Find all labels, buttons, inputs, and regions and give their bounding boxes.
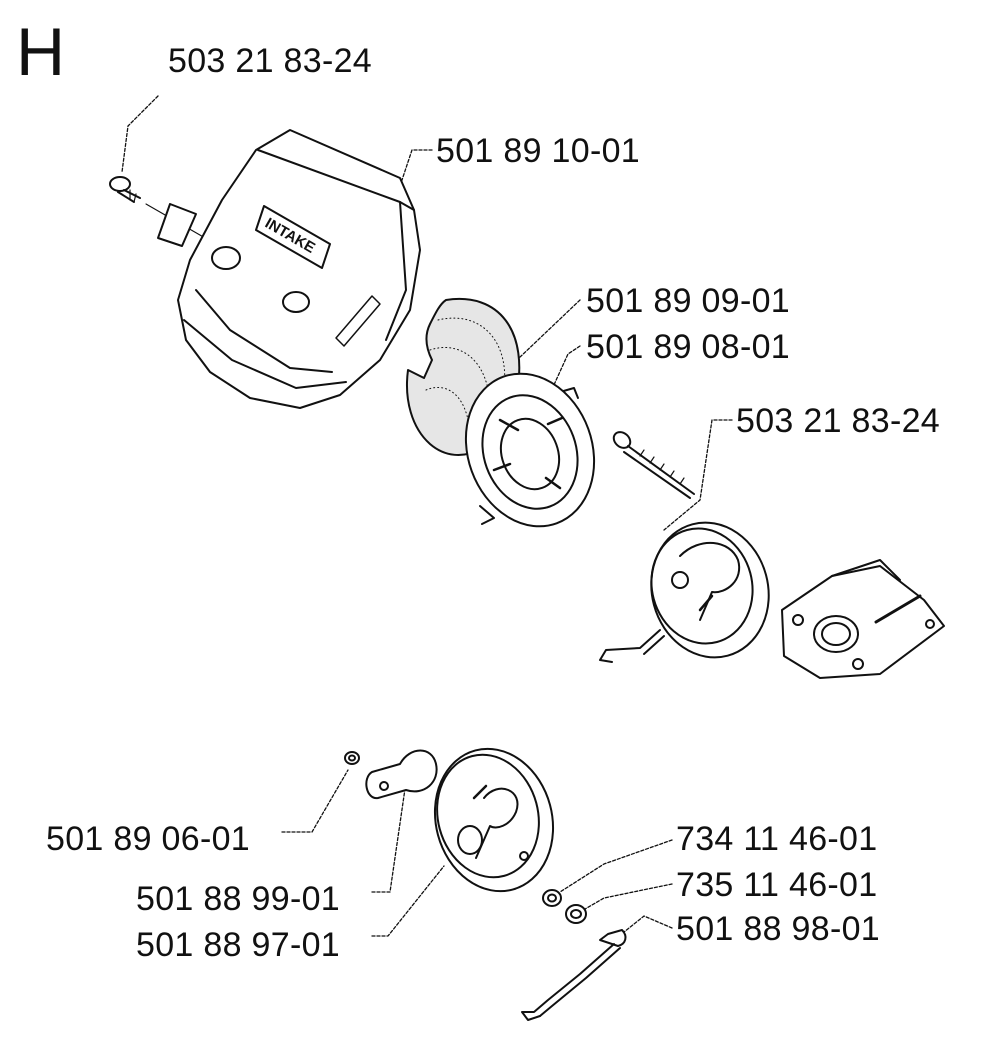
washer-a-icon bbox=[542, 889, 562, 907]
section-letter: H bbox=[16, 14, 66, 90]
choke-lever-icon bbox=[521, 929, 627, 1021]
filter-holder-icon bbox=[464, 372, 596, 528]
part-label-washer-b: 735 11 46-01 bbox=[676, 866, 878, 904]
part-label-valve-nut: 501 89 06-01 bbox=[46, 820, 250, 858]
long-screw-icon bbox=[612, 431, 695, 499]
air-filter-cover-icon: INTAKE bbox=[177, 129, 421, 409]
part-label-choke-plate: 501 88 99-01 bbox=[136, 880, 340, 918]
part-label-long-screw: 503 21 83-24 bbox=[736, 402, 940, 440]
part-label-choke-housing: 501 88 97-01 bbox=[136, 926, 340, 964]
washer-b-icon bbox=[565, 904, 587, 924]
gasket-icon bbox=[781, 559, 945, 679]
choke-plate-icon bbox=[365, 749, 438, 800]
part-label-washer-a: 734 11 46-01 bbox=[676, 820, 878, 858]
decal-icon bbox=[157, 203, 197, 247]
part-label-air-filter-cover: 501 89 10-01 bbox=[436, 132, 640, 170]
part-label-screw-top: 503 21 83-24 bbox=[168, 42, 372, 80]
part-label-filter-holder: 501 89 08-01 bbox=[586, 328, 790, 366]
part-label-choke-lever: 501 88 98-01 bbox=[676, 910, 880, 948]
part-label-filter-element: 501 89 09-01 bbox=[586, 282, 790, 320]
choke-assembly-upper-icon bbox=[599, 521, 770, 663]
choke-housing-icon bbox=[433, 747, 555, 893]
leader-lines bbox=[121, 95, 733, 937]
screw-top-icon bbox=[109, 176, 227, 251]
valve-nut-icon bbox=[344, 751, 360, 765]
